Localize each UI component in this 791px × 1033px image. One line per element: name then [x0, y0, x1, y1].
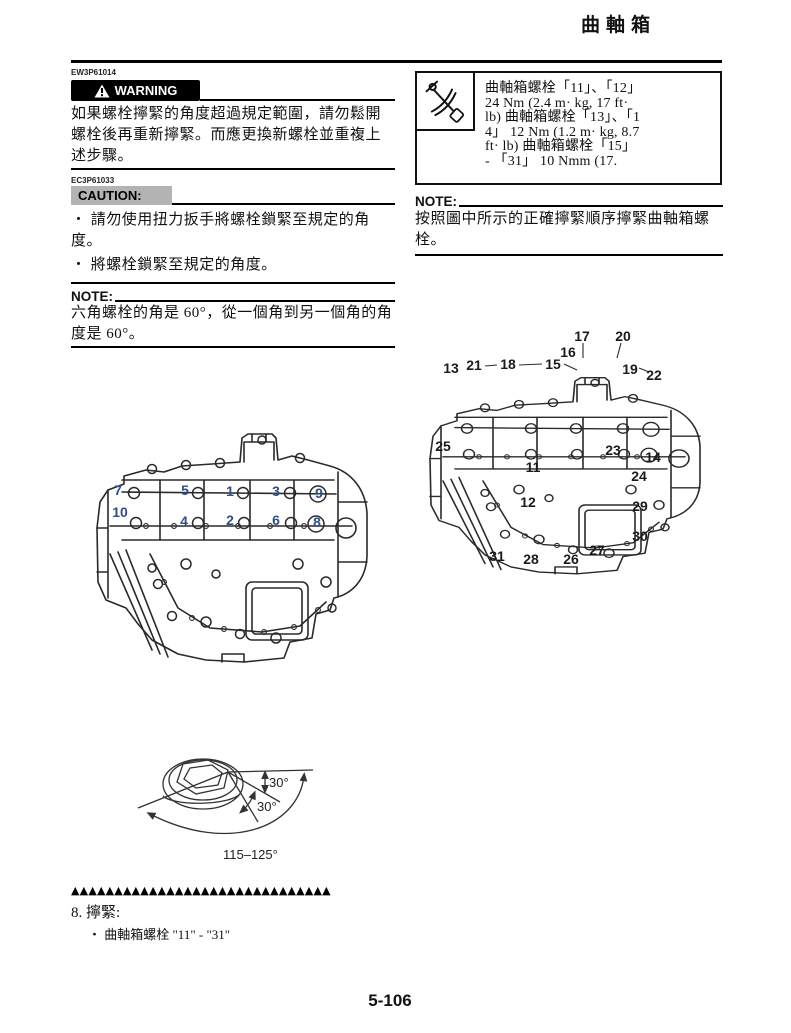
page-number: 5-106: [368, 991, 412, 1010]
step-separator-triangles: ▲▲▲▲▲▲▲▲▲▲▲▲▲▲▲▲▲▲▲▲▲▲▲▲▲▲▲▲▲▲: [71, 884, 331, 897]
bolt-callout-19: 19: [622, 361, 638, 377]
note-header: NOTE:: [415, 194, 723, 209]
caution-banner: CAUTION:: [71, 186, 172, 205]
bolt-callout-13: 13: [443, 360, 459, 376]
bolt-callout-29: 29: [632, 498, 648, 514]
note-header: NOTE:: [71, 289, 395, 304]
warning-text: 如果螺栓擰緊的角度超過規定範圍，請勿鬆開螺栓後再重新擰緊。而應更換新螺栓並重複上…: [71, 106, 382, 164]
caution-label: CAUTION:: [78, 188, 142, 203]
bolt-callout-17: 17: [574, 328, 590, 344]
bolt-callout-2: 2: [226, 512, 234, 528]
bolt-callout-4: 4: [180, 513, 188, 529]
bolt-callout-20: 20: [615, 328, 631, 344]
caution-code: EC3P61033: [71, 176, 115, 185]
bolt-callout-15: 15: [545, 356, 561, 372]
bolt-callout-8: 8: [313, 514, 321, 530]
bolt-callout-23: 23: [605, 442, 621, 458]
bolt-callout-3: 3: [272, 483, 280, 499]
bolt-callout-5: 5: [181, 482, 189, 498]
crankcase-diagram-side2: 17 20 16 13 21 18 15 19 22 25 23 14 11 24 12 29 30 31 28 26…: [425, 328, 710, 582]
caution-item: ・ 將螺栓鎖緊至規定的角度。: [71, 257, 277, 273]
bolt-callouts-1-10: 7 5 1 3 9 10 4 2 6 8: [92, 430, 372, 670]
bolt-callout-30: 30: [632, 528, 648, 544]
bolt-callout-18: 18: [500, 356, 516, 372]
header-rule: [71, 60, 722, 63]
bolt-callout-21: 21: [466, 357, 482, 373]
warning-banner-line: [200, 99, 395, 101]
note-label: NOTE:: [415, 194, 457, 209]
angle-label-30-upper: 30°: [269, 775, 289, 790]
bolt-callout-16: 16: [560, 344, 576, 360]
crankcase-diagram-side1: 7 5 1 3 9 10 4 2 6 8: [92, 430, 372, 670]
warning-triangle-icon: [94, 84, 110, 98]
angle-label-30-lower: 30°: [257, 799, 277, 814]
note-rule-line: [115, 300, 395, 302]
bolt-callout-1: 1: [226, 483, 234, 499]
torque-spec-box: 曲軸箱螺栓「11」、「12」 24 Nm (2.4 m· kg, 17 ft· …: [415, 71, 722, 185]
bolt-callout-6: 6: [272, 512, 280, 528]
warning-label: WARNING: [114, 83, 178, 98]
tightening-angle-diagram: 30° 30° 115–125°: [128, 742, 323, 870]
bolt-callout-27: 27: [589, 542, 605, 558]
angle-drawing: [137, 758, 314, 835]
page-title: 曲軸箱: [581, 15, 657, 36]
bolt-callout-7: 7: [114, 482, 122, 498]
warning-banner: WARNING: [71, 80, 200, 101]
section-rule: [71, 346, 395, 348]
section-rule: [71, 168, 395, 170]
bolt-callout-31: 31: [489, 548, 505, 564]
note-label: NOTE:: [71, 289, 113, 304]
bolt-callouts-11-31: 17 20 16 13 21 18 15 19 22 25 23 14 11 24 12 29 30 31 28 26…: [425, 328, 710, 582]
crankcase-drawing: [429, 342, 701, 575]
torque-spec-text: 曲軸箱螺栓「11」、「12」 24 Nm (2.4 m· kg, 17 ft· …: [485, 81, 642, 169]
bolt-callout-14: 14: [645, 449, 661, 465]
caution-banner-line: [172, 203, 395, 205]
bolt-callout-22: 22: [646, 367, 662, 383]
angle-label-115-125: 115–125°: [223, 847, 278, 862]
caution-item: ・ 請勿使用扭力扳手將螺栓鎖緊至規定的角度。: [71, 212, 370, 249]
bolt-callout-9: 9: [315, 485, 323, 501]
bolt-callout-26: 26: [563, 551, 579, 567]
warning-code: EW3P61014: [71, 68, 116, 77]
bolt-callout-10: 10: [112, 504, 128, 520]
note-rule-line: [459, 205, 723, 207]
bolt-callout-25: 25: [435, 438, 451, 454]
bolt-callout-28: 28: [523, 551, 539, 567]
note-text: 六角螺栓的角是 60°，從一個角到另一個角的角度是 60°。: [71, 305, 393, 342]
torque-wrench-icon: [415, 71, 475, 131]
bolt-callout-12: 12: [520, 494, 536, 510]
step-heading: 8. 擰緊:: [71, 905, 121, 921]
section-rule: [415, 254, 723, 256]
section-rule: [71, 282, 395, 284]
bolt-callout-24: 24: [631, 468, 647, 484]
note-text: 按照圖中所示的正確擰緊順序擰緊曲軸箱螺栓。: [415, 211, 710, 248]
step-bullet: ・ 曲軸箱螺栓 "11" - "31": [88, 927, 231, 942]
bolt-callout-11: 11: [525, 459, 541, 475]
